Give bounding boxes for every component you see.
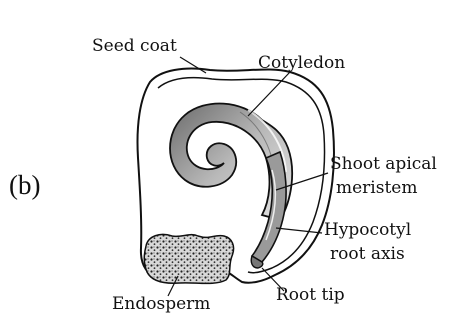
cotyledon-label: Cotyledon <box>258 55 345 72</box>
root-tip-label: Root tip <box>276 287 345 304</box>
shoot-apical-meristem-label-line2: meristem <box>336 180 417 197</box>
shoot-apical-meristem-label-line1: Shoot apical <box>330 156 437 173</box>
endosperm-region <box>144 234 233 283</box>
seed-coat-leader <box>180 57 206 73</box>
panel-label: (b) <box>9 172 40 199</box>
seed-coat-label: Seed coat <box>92 38 177 55</box>
endosperm-label: Endosperm <box>112 296 210 313</box>
hypocotyl-label-line2: root axis <box>330 246 405 263</box>
hypocotyl-label-line1: Hypocotyl <box>324 222 411 239</box>
hypocotyl-leader <box>276 228 322 233</box>
